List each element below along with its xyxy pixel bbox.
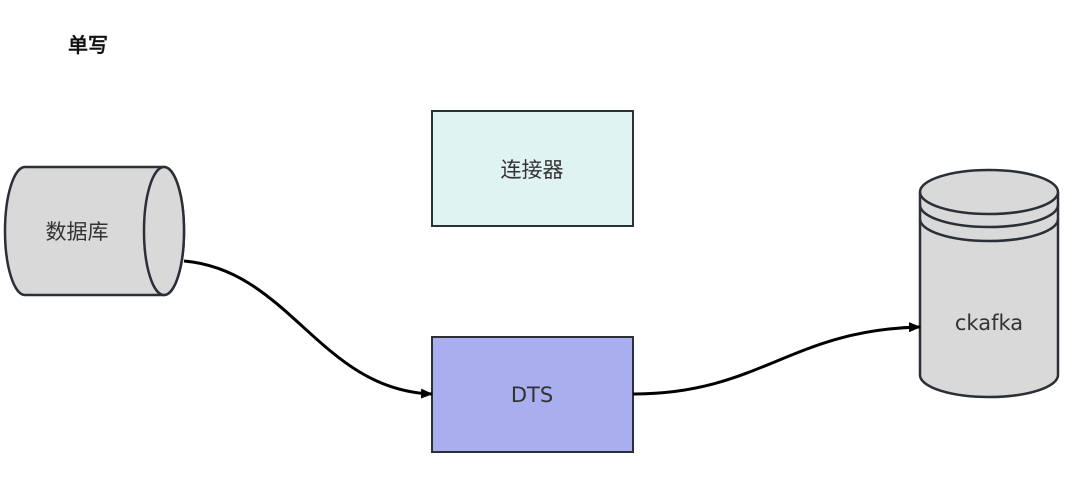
edge-database-to-dts — [183, 259, 433, 399]
connector-label: 连接器 — [501, 158, 564, 182]
dts-label: DTS — [511, 383, 553, 407]
database-node[interactable]: 数据库 — [3, 165, 186, 297]
dts-node[interactable]: DTS — [431, 336, 634, 453]
connector-node[interactable]: 连接器 — [431, 110, 634, 227]
ckafka-label: ckafka — [955, 311, 1023, 335]
ckafka-node[interactable]: ckafka — [918, 168, 1060, 399]
database-label: 数据库 — [46, 220, 109, 244]
edge-dts-to-ckafka — [632, 322, 921, 396]
diagram-title: 单写 — [68, 33, 108, 57]
